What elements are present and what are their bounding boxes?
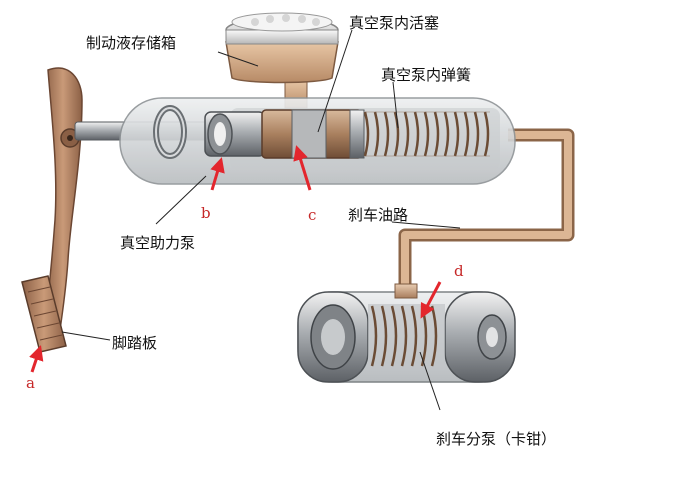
- label-reservoir: 制动液存储箱: [86, 34, 177, 52]
- vacuum-pump-piston: [261, 109, 365, 159]
- brake-line-pipe: [398, 128, 575, 298]
- arrow-a: [29, 345, 44, 373]
- arrow-b: [210, 157, 225, 191]
- arrow-c: [293, 145, 312, 191]
- indicator-arrows: [29, 145, 442, 373]
- brake-fluid-reservoir: [225, 12, 339, 109]
- label-brake-line: 刹车油路: [348, 206, 409, 224]
- rod-seal-rings: [153, 105, 187, 159]
- foot-pedal-pad: [21, 275, 67, 353]
- vacuum-pump-spring: [363, 111, 490, 157]
- label-booster: 真空助力泵: [120, 234, 196, 252]
- label-pedal: 脚踏板: [112, 334, 158, 352]
- reservoir-cap-ribs: [251, 14, 320, 26]
- marker-b: b: [201, 204, 211, 222]
- label-spring: 真空泵内弹簧: [381, 66, 472, 84]
- front-piston: [204, 111, 266, 157]
- marker-d: d: [454, 262, 464, 280]
- label-caliper: 刹车分泵（卡钳）: [436, 430, 557, 448]
- label-piston: 真空泵内活塞: [349, 14, 440, 32]
- leader-lines: [61, 29, 461, 411]
- arrow-d: [420, 281, 442, 319]
- brake-caliper: [297, 283, 516, 383]
- marker-a: a: [26, 374, 35, 392]
- marker-c: c: [308, 206, 317, 224]
